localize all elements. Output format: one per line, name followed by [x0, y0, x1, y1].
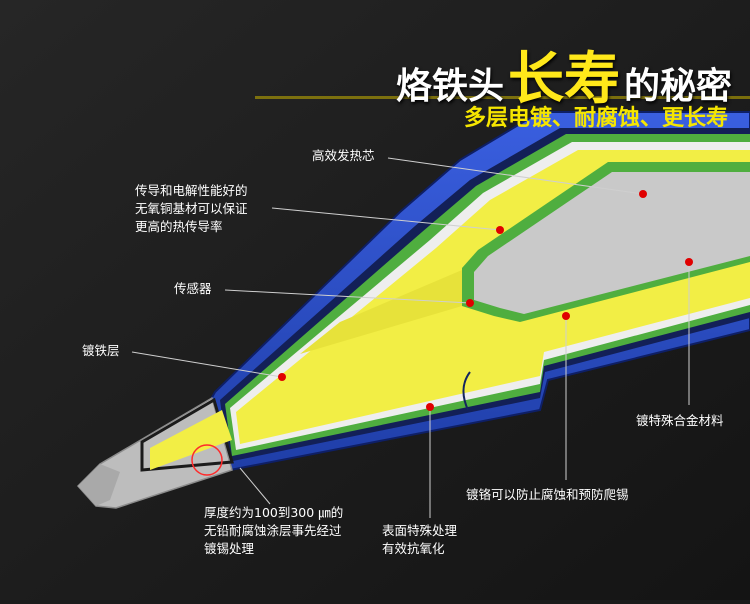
- label-thickness-line-3: 镀锡处理: [204, 541, 255, 556]
- label-thickness: 厚度约为100到300 ㎛的 无铅耐腐蚀涂层事先经过 镀锡处理: [204, 504, 343, 558]
- label-copper: 传导和电解性能好的 无氧铜基材可以保证 更高的热传导率: [135, 182, 248, 236]
- tip-stripes: [150, 410, 232, 470]
- tip-inner-outline: [140, 397, 234, 472]
- title-part-2: 长寿: [507, 47, 620, 112]
- page-title: 烙铁头长寿的秘密: [396, 34, 732, 115]
- tube-ring: [462, 371, 471, 411]
- label-copper-line-3: 更高的热传导率: [135, 219, 223, 234]
- thickness-circle: [191, 444, 223, 476]
- marker-dot: [562, 312, 570, 320]
- title-part-3: 的秘密: [623, 66, 732, 107]
- label-chrome: 镀铬可以防止腐蚀和预防爬锡: [466, 487, 629, 502]
- label-sensor: 传感器: [174, 281, 212, 296]
- label-copper-line-2: 无氧铜基材可以保证: [135, 201, 248, 216]
- tip-face: [78, 464, 120, 506]
- label-copper-line-1: 传导和电解性能好的: [135, 183, 248, 198]
- label-surface-line-2: 有效抗氧化: [382, 541, 445, 556]
- label-surface-line-1: 表面特殊处理: [382, 523, 458, 538]
- title-underline: [255, 96, 750, 99]
- label-heating-core: 高效发热芯: [312, 148, 375, 163]
- label-thickness-line-1: 厚度约为100到300 ㎛的: [204, 505, 344, 520]
- title-part-1: 烙铁头: [395, 66, 504, 107]
- marker-dot: [278, 373, 286, 381]
- marker-dot: [639, 190, 647, 198]
- marker-dot: [685, 258, 693, 266]
- marker-dot: [426, 403, 434, 411]
- label-alloy: 镀特殊合金材料: [636, 413, 724, 428]
- marker-dot: [496, 226, 504, 234]
- label-iron-layer: 镀铁层: [82, 343, 120, 358]
- heating-core: [474, 172, 750, 314]
- marker-dot: [466, 299, 474, 307]
- label-thickness-line-2: 无铅耐腐蚀涂层事先经过: [204, 523, 342, 538]
- sensor-wedge: [300, 270, 462, 354]
- label-surface: 表面特殊处理 有效抗氧化: [382, 522, 457, 558]
- marker-dots: [278, 190, 693, 411]
- page-subtitle: 多层电镀、耐腐蚀、更长寿: [463, 106, 728, 131]
- callout-lines: [131, 157, 690, 518]
